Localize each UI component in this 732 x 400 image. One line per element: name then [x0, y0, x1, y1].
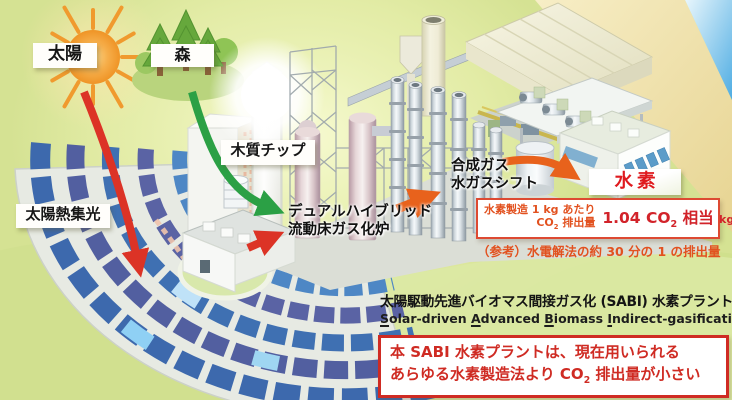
sun-label-text: 太陽 [48, 44, 82, 64]
sun-label: 太陽 [33, 43, 97, 68]
co2-emission-caption: 水素製造 1 kg あたり CO2 排出量 [484, 203, 595, 234]
gasifier-label: デュアルハイブリッド 流動床ガス化炉 [288, 203, 432, 239]
summary-box: 本 SABI 水素プラントは、現在用いられる あらゆる水素製造法より CO2 排… [378, 335, 729, 398]
summary-line2: あらゆる水素製造法より CO2 排出量が小さい [390, 365, 701, 386]
arrow-shift-to-hydrogen [502, 152, 581, 181]
storage-tank [515, 141, 555, 196]
forest-label: 森 [151, 44, 214, 67]
arrow-sun-to-mirrors [80, 90, 150, 278]
syngas-label-line2: 水ガスシフト [451, 175, 538, 192]
co2-emission-box: 水素製造 1 kg あたり CO2 排出量 1.04 CO2 相当 kg [476, 198, 732, 239]
gasifier-plant [289, 15, 525, 242]
co2-emission-value: 1.04 CO2 相当 kg [602, 209, 732, 231]
gasifier-label-line2: 流動床ガス化炉 [288, 222, 390, 238]
gasifier-label-line1: デュアルハイブリッド [288, 204, 433, 220]
co2-caption-line1: 水素製造 1 kg あたり [484, 202, 596, 216]
summary-line1: 本 SABI 水素プラントは、現在用いられる [390, 343, 680, 361]
receiver-tower [181, 37, 325, 293]
plant-title-english: Solar-driven Advanced Biomass Indirect-g… [380, 311, 732, 326]
solar-concentration-label-text: 太陽熱集光 [25, 205, 101, 223]
plant-title-japanese: 太陽駆動先進バイオマス間接ガス化 (SABI) 水素プラント [380, 294, 732, 310]
flow-arrows [80, 90, 581, 278]
wood-chips-label-text: 木質チップ [230, 141, 306, 159]
reference-note: （参考）水電解法の約 30 分の 1 の排出量 [477, 244, 721, 259]
arrow-forest-to-gasifier [188, 90, 285, 217]
wood-chips-label: 木質チップ [221, 140, 315, 165]
syngas-label-line1: 合成ガス [451, 158, 509, 174]
hydrogen-label-text: 水素 [614, 171, 660, 192]
hydrogen-label: 水素 [589, 169, 681, 195]
sky [685, 0, 732, 100]
co2-caption-line2: CO2 排出量 [536, 215, 596, 232]
forest-label-text: 森 [174, 45, 191, 64]
arrow-gasifier-to-shift [395, 188, 441, 218]
arrow-feed-to-gasifier [246, 230, 285, 257]
solar-concentration-label: 太陽熱集光 [16, 204, 110, 228]
syngas-shift-label: 合成ガス 水ガスシフト [451, 158, 538, 193]
